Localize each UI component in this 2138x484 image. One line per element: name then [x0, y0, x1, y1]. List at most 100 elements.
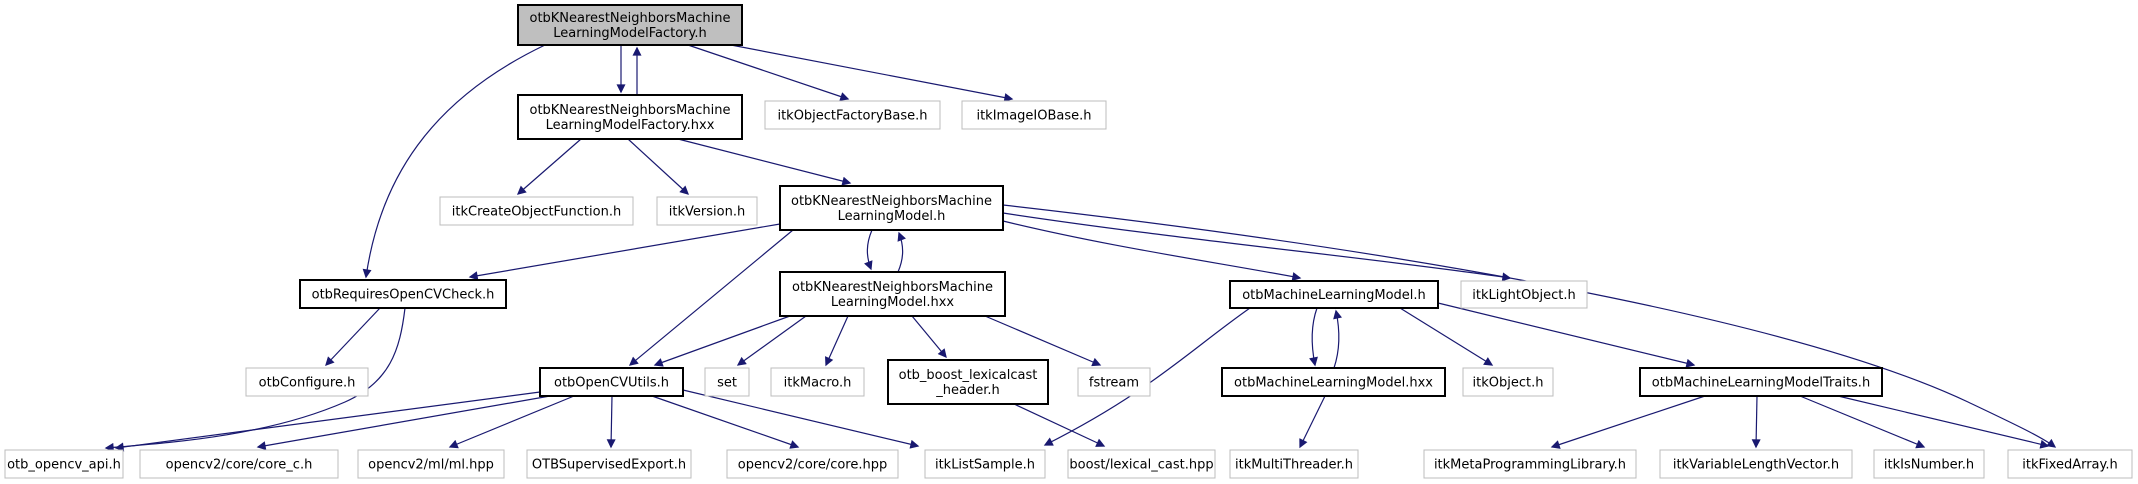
node-label-boost-lexical-cast-hpp: boost/lexical_cast.hpp — [1069, 458, 1213, 473]
node-label-set: set — [717, 376, 737, 391]
node-box-otb-opencv-utils-h — [539, 367, 684, 397]
node-box-itk-meta-programming-library-h — [1423, 449, 1637, 479]
edge-otb-opencv-utils-h-to-otb-opencv-api-h — [114, 391, 541, 452]
node-box-boost-lexical-cast-hpp — [1067, 449, 1216, 479]
edge-otb-opencv-utils-h-to-otb-supervised-export-h — [606, 395, 616, 449]
node-box-itk-create-object-function-h — [439, 196, 634, 226]
edge-knn-model-hxx-to-knn-model-h — [897, 231, 906, 273]
node-box-fstream — [1077, 367, 1151, 397]
node-otb-configure-h[interactable]: otbConfigure.h — [245, 367, 369, 397]
node-itk-image-io-base-h[interactable]: itkImageIOBase.h — [961, 100, 1107, 130]
edge-factory-h-to-itk-object-factory-base-h — [687, 44, 850, 101]
edge-knn-model-hxx-to-set — [736, 315, 807, 366]
node-label-itk-multi-threader-h: itkMultiThreader.h — [1235, 458, 1353, 473]
node-box-otb-configure-h — [245, 367, 369, 397]
node-label-otb-supervised-export-h: OTBSupervisedExport.h — [532, 458, 686, 473]
node-label-itk-image-io-base-h: itkImageIOBase.h — [976, 109, 1091, 124]
edge-knn-model-hxx-to-fstream — [984, 315, 1102, 367]
node-otb-boost-lexicalcast-header-h[interactable]: otb_boost_lexicalcast_header.h — [887, 359, 1049, 405]
node-set[interactable]: set — [704, 367, 750, 397]
node-otb-opencv-api-h[interactable]: otb_opencv_api.h — [4, 449, 124, 479]
node-fstream[interactable]: fstream — [1077, 367, 1151, 397]
node-otb-machine-learning-model-traits-h[interactable]: otbMachineLearningModelTraits.h — [1639, 367, 1883, 397]
node-box-itk-object-factory-base-h — [764, 100, 941, 130]
node-label-itk-list-sample-h: itkListSample.h — [935, 458, 1035, 473]
node-otb-machine-learning-model-h[interactable]: otbMachineLearningModel.h — [1229, 280, 1439, 309]
node-box-itk-is-number-h — [1873, 449, 1985, 479]
edge-otb-machine-learning-model-hxx-to-itk-multi-threader-h — [1299, 395, 1326, 449]
node-label-opencv2-core-core-hpp: opencv2/core/core.hpp — [738, 458, 888, 473]
node-itk-object-h[interactable]: itkObject.h — [1462, 367, 1554, 397]
node-box-itk-image-io-base-h — [961, 100, 1107, 130]
node-itk-object-factory-base-h[interactable]: itkObjectFactoryBase.h — [764, 100, 941, 130]
node-box-opencv2-core-core-hpp — [726, 449, 899, 479]
node-itk-multi-threader-h[interactable]: itkMultiThreader.h — [1229, 449, 1359, 479]
edge-otb-opencv-utils-h-to-itk-list-sample-h — [682, 389, 920, 449]
node-box-factory-hxx — [517, 94, 743, 140]
edge-knn-model-hxx-to-itk-macro-h — [825, 315, 849, 367]
edge-knn-model-h-to-itk-light-object-h — [1002, 212, 1512, 282]
node-box-opencv2-ml-ml-hpp — [357, 449, 505, 479]
node-itk-light-object-h[interactable]: itkLightObject.h — [1460, 280, 1588, 309]
node-label-itk-meta-programming-library-h: itkMetaProgrammingLibrary.h — [1434, 458, 1626, 473]
node-box-itk-multi-threader-h — [1229, 449, 1359, 479]
edge-otb-boost-lexicalcast-header-h-to-boost-lexical-cast-hpp — [1013, 403, 1106, 447]
edge-otb-machine-learning-model-h-to-itk-list-sample-h — [1043, 307, 1251, 446]
edge-knn-model-hxx-to-otb-boost-lexicalcast-header-h — [911, 315, 947, 359]
node-itk-meta-programming-library-h[interactable]: itkMetaProgrammingLibrary.h — [1423, 449, 1637, 479]
edge-knn-model-h-to-itk-fixed-array-h — [1002, 204, 2057, 448]
node-itk-macro-h[interactable]: itkMacro.h — [770, 367, 865, 397]
node-opencv2-core-core-c-h[interactable]: opencv2/core/core_c.h — [139, 449, 339, 479]
node-otb-machine-learning-model-hxx[interactable]: otbMachineLearningModel.hxx — [1221, 367, 1446, 397]
node-label-itk-is-number-h: itkIsNumber.h — [1884, 458, 1974, 473]
node-label-itk-object-factory-base-h: itkObjectFactoryBase.h — [777, 109, 927, 124]
edge-factory-hxx-to-itk-create-object-function-h — [516, 138, 582, 195]
edge-otb-opencv-utils-h-to-opencv2-core-core-hpp — [651, 395, 800, 449]
node-box-itk-object-h — [1462, 367, 1554, 397]
node-label-opencv2-ml-ml-hpp: opencv2/ml/ml.hpp — [368, 458, 494, 473]
edge-otb-opencv-utils-h-to-opencv2-ml-ml-hpp — [448, 395, 575, 449]
node-box-itk-macro-h — [770, 367, 865, 397]
node-box-itk-list-sample-h — [924, 449, 1046, 479]
node-otb-opencv-utils-h[interactable]: otbOpenCVUtils.h — [539, 367, 684, 397]
node-box-opencv2-core-core-c-h — [139, 449, 339, 479]
node-opencv2-core-core-hpp[interactable]: opencv2/core/core.hpp — [726, 449, 899, 479]
node-box-itk-variable-length-vector-h — [1659, 449, 1853, 479]
edges-layer — [104, 44, 2057, 452]
node-label-otb-configure-h: otbConfigure.h — [259, 376, 356, 391]
node-boost-lexical-cast-hpp[interactable]: boost/lexical_cast.hpp — [1067, 449, 1216, 479]
node-label-itk-light-object-h: itkLightObject.h — [1472, 288, 1575, 303]
node-itk-variable-length-vector-h[interactable]: itkVariableLengthVector.h — [1659, 449, 1853, 479]
edge-knn-model-h-to-knn-model-hxx — [864, 229, 873, 271]
node-otb-requires-opencv-check-h[interactable]: otbRequiresOpenCVCheck.h — [299, 279, 507, 309]
node-itk-is-number-h[interactable]: itkIsNumber.h — [1873, 449, 1985, 479]
node-itk-fixed-array-h[interactable]: itkFixedArray.h — [2007, 449, 2133, 479]
node-opencv2-ml-ml-hpp[interactable]: opencv2/ml/ml.hpp — [357, 449, 505, 479]
edge-factory-hxx-to-knn-model-h — [677, 138, 852, 186]
edge-otb-machine-learning-model-h-to-itk-object-h — [1399, 307, 1494, 366]
node-itk-create-object-function-h[interactable]: itkCreateObjectFunction.h — [439, 196, 634, 226]
node-itk-list-sample-h[interactable]: itkListSample.h — [924, 449, 1046, 479]
node-otb-supervised-export-h[interactable]: OTBSupervisedExport.h — [526, 449, 692, 479]
edge-otb-machine-learning-model-traits-h-to-itk-variable-length-vector-h — [1751, 395, 1761, 449]
node-label-otb-requires-opencv-check-h: otbRequiresOpenCVCheck.h — [312, 288, 495, 303]
node-box-otb-opencv-api-h — [4, 449, 124, 479]
node-box-knn-model-h — [779, 185, 1004, 231]
node-label-itk-fixed-array-h: itkFixedArray.h — [2022, 458, 2117, 473]
node-label-itk-variable-length-vector-h: itkVariableLengthVector.h — [1673, 458, 1839, 473]
edge-otb-machine-learning-model-traits-h-to-itk-is-number-h — [1799, 395, 1926, 449]
node-label-otb-boost-lexicalcast-header-h: otb_boost_lexicalcast_header.h — [899, 368, 1038, 398]
node-box-otb-boost-lexicalcast-header-h — [887, 359, 1049, 405]
node-label-fstream: fstream — [1089, 376, 1139, 391]
node-itk-version-h[interactable]: itkVersion.h — [656, 196, 758, 226]
node-label-otb-opencv-utils-h: otbOpenCVUtils.h — [554, 376, 669, 391]
edge-factory-h-to-itk-image-io-base-h — [730, 44, 1014, 102]
